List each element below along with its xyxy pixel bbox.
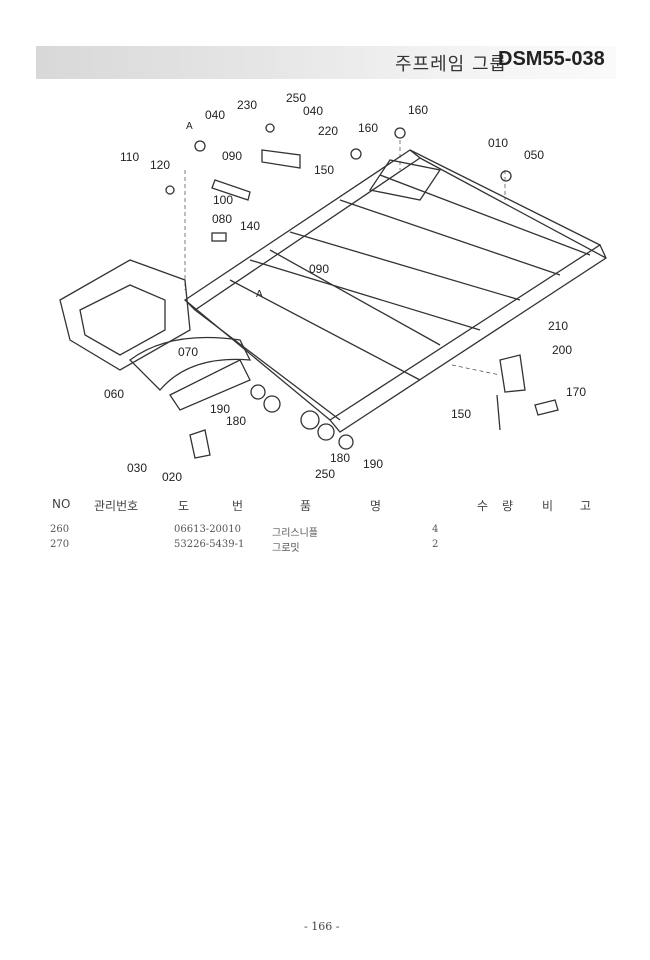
callout-label: 190 [210,402,231,416]
frame-right-rail [329,244,607,433]
callout-label: A [256,289,263,300]
row-qty: 2 [432,539,439,550]
callout-label: 040 [303,104,324,118]
frame-crossmember [249,174,591,331]
group-title: 주프레임 그룹 [395,54,508,75]
main-frame-exploded-diagram [59,123,607,459]
row-part-no: 53226-5439-1 [174,539,245,550]
callout-label: 180 [226,414,247,428]
callout-label: 220 [318,124,339,138]
callout-label: 060 [104,387,125,401]
callout-label: 210 [548,319,569,333]
callout-label: 070 [178,345,199,359]
row-name: 그리스니플 [272,528,318,539]
frame-left-rail [183,149,422,311]
callout-label: 090 [309,262,330,276]
callout-label: 250 [286,91,307,105]
callout-label: 080 [212,212,233,226]
callout-label: 230 [237,98,258,112]
callout-label: A [186,121,193,132]
header-remark: 비 [542,499,554,513]
header-name: 품 [300,499,312,513]
callout-label: 150 [314,163,335,177]
header-remark: 고 [580,499,592,513]
callout-label: 190 [363,457,384,471]
header-name: 명 [370,499,382,513]
callout-label: 010 [488,136,509,150]
callout-label: 150 [451,407,472,421]
callout-label: 030 [127,461,148,475]
callout-label: 200 [552,343,573,357]
row-name: 그로밋 [272,543,300,554]
callout-label: 160 [358,121,379,135]
page-number: - 166 - [304,920,340,933]
callout-label: 050 [524,148,545,162]
callout-label: 090 [222,149,243,163]
row-no: 260 [50,524,70,535]
callout-label: 020 [162,470,183,484]
callout-label: 140 [240,219,261,233]
row-qty: 4 [432,524,439,535]
header-qty: 량 [502,499,514,513]
callout-label: 160 [408,103,429,117]
header-no: NO [52,497,71,511]
callout-label: 250 [315,467,336,481]
callout-label: 180 [330,451,351,465]
callout-label: 110 [120,150,140,164]
callout-label: 170 [566,385,587,399]
callout-label: 100 [213,193,234,207]
header-mgmt-no: 관리번호 [94,499,139,513]
header-qty: 수 [477,499,489,513]
header-part-no: 도 [178,499,190,513]
row-part-no: 06613-20010 [174,524,242,535]
rear-bracket [59,259,191,371]
row-no: 270 [50,539,70,550]
group-code: DSM55-038 [498,48,605,70]
callout-label: 120 [150,158,171,172]
frame-front-rail [409,149,601,246]
header-band [36,46,616,79]
callout-label: 040 [205,108,226,122]
header-part-no: 번 [232,499,244,513]
